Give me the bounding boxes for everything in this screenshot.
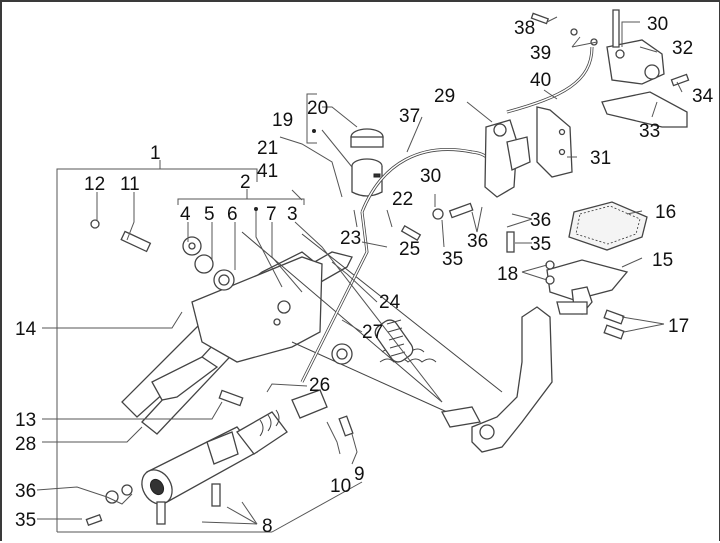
callout-29: 29 xyxy=(434,86,455,107)
callout-15: 15 xyxy=(652,250,673,271)
callout-25: 25 xyxy=(399,239,420,260)
callout-24: 24 xyxy=(379,292,401,313)
callout-21: 21 xyxy=(257,138,278,159)
callout-35-a: 35 xyxy=(442,249,463,270)
callout-33: 33 xyxy=(639,121,660,142)
callout-22: 22 xyxy=(392,189,413,210)
callout-38: 38 xyxy=(514,18,535,39)
callout-14: 14 xyxy=(15,319,37,340)
callout-36-c: 36 xyxy=(15,481,36,502)
callout-2: 2 xyxy=(240,172,251,193)
group-bracket-2 xyxy=(177,189,305,205)
valve-bracket xyxy=(536,106,573,178)
callout-19: 19 xyxy=(272,110,293,131)
callout-37: 37 xyxy=(399,106,420,127)
master-cylinder xyxy=(141,389,328,505)
callout-30-upper: 30 xyxy=(647,14,668,35)
group-marker-dot xyxy=(254,207,258,211)
callout-36-a: 36 xyxy=(467,231,488,252)
callout-35-b: 35 xyxy=(530,234,551,255)
callout-12: 12 xyxy=(84,174,105,195)
pedal-frame xyxy=(121,251,353,435)
callout-4: 4 xyxy=(180,204,191,225)
pressure-valve xyxy=(606,9,665,85)
callout-32: 32 xyxy=(672,38,693,59)
valve-mount-bracket xyxy=(601,91,688,128)
callout-1: 1 xyxy=(150,143,161,164)
callout-30-lower: 30 xyxy=(420,166,441,187)
group-marker-dot xyxy=(312,129,316,133)
callout-40: 40 xyxy=(530,70,551,91)
callout-23: 23 xyxy=(340,228,361,249)
group-bracket-1 xyxy=(56,160,363,533)
callout-36-b: 36 xyxy=(530,210,551,231)
callout-11: 11 xyxy=(120,174,140,195)
callout-27: 27 xyxy=(362,322,383,343)
callout-16: 16 xyxy=(655,202,676,223)
valve-block xyxy=(484,119,531,198)
callout-7: 7 xyxy=(266,204,277,225)
group-bracket-19 xyxy=(306,93,317,144)
callout-5: 5 xyxy=(204,204,215,225)
callout-31: 31 xyxy=(590,148,611,169)
callout-34: 34 xyxy=(692,86,714,107)
callout-13: 13 xyxy=(15,410,36,431)
callout-labels: 1 2 3 4 5 6 7 8 9 10 11 12 13 14 15 16 1… xyxy=(15,14,714,537)
callout-41: 41 xyxy=(257,161,278,182)
leader-lines xyxy=(36,16,683,525)
callout-17: 17 xyxy=(668,316,689,337)
callout-10: 10 xyxy=(330,476,351,497)
callout-3: 3 xyxy=(287,204,298,225)
callout-8: 8 xyxy=(262,516,273,537)
callout-26: 26 xyxy=(309,375,330,396)
callout-28: 28 xyxy=(15,434,36,455)
callout-35-c: 35 xyxy=(15,510,36,531)
callout-20: 20 xyxy=(307,98,328,119)
callout-9: 9 xyxy=(354,464,365,485)
reservoir xyxy=(350,128,384,197)
pedal-rubber xyxy=(568,201,648,251)
callout-39: 39 xyxy=(530,43,551,64)
fasteners xyxy=(85,12,690,527)
brake-pedal xyxy=(441,306,553,453)
pedal-plate xyxy=(546,259,629,315)
callout-6: 6 xyxy=(227,204,238,225)
callout-18: 18 xyxy=(497,264,518,285)
